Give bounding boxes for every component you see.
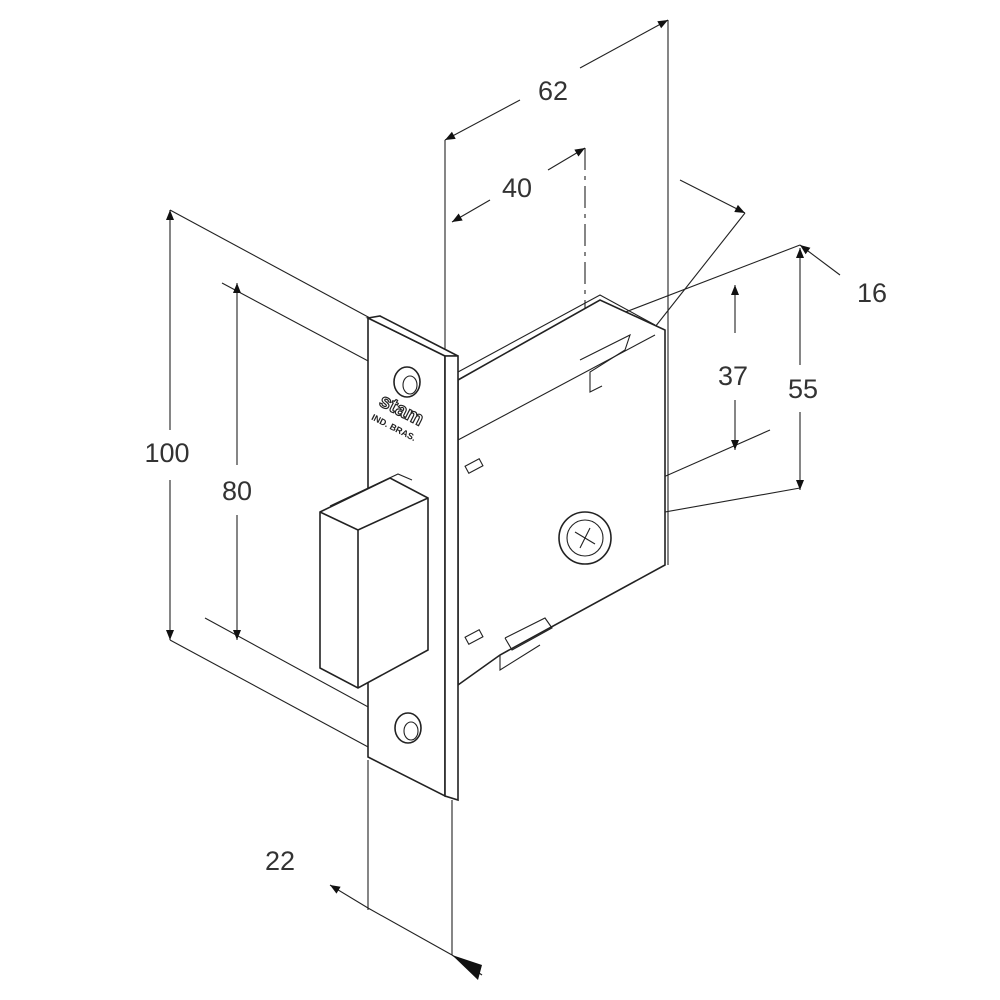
dim-hole-spacing: 80 xyxy=(222,476,252,506)
dim-body-thickness: 16 xyxy=(857,278,887,308)
dim-body-height: 55 xyxy=(788,374,818,404)
screw-hole-top xyxy=(393,366,421,398)
dim-total-depth: 62 xyxy=(538,76,568,106)
screw-icon xyxy=(558,511,612,565)
latch-body xyxy=(457,294,666,687)
dim-plate-height: 100 xyxy=(144,438,189,468)
dim-plate-width: 22 xyxy=(265,846,295,876)
screw-hole-bottom xyxy=(394,712,422,744)
faceplate: stam IND. BRAS. xyxy=(365,315,459,802)
latch-bolt xyxy=(319,473,429,689)
dim-spindle-height: 37 xyxy=(718,361,748,391)
dim-backset: 40 xyxy=(502,173,532,203)
dimension-lines xyxy=(166,19,841,980)
